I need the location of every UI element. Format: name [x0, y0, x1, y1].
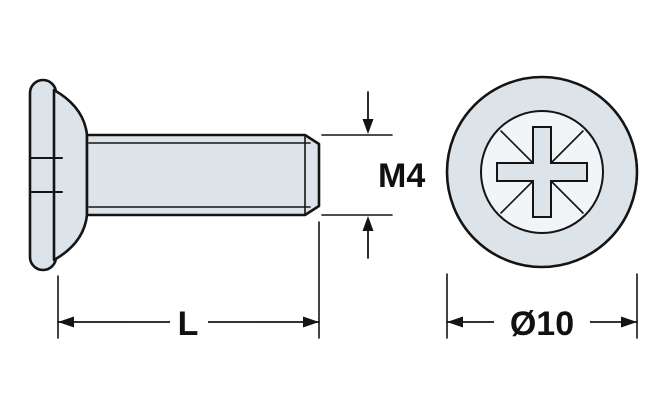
thread-lines — [88, 134, 311, 216]
head-diameter-label: Ø10 — [510, 305, 574, 343]
screw-front-view: Ø10 — [445, 75, 639, 343]
dia-arrowhead-left-icon — [447, 316, 463, 328]
thread-size-label: M4 — [378, 157, 425, 195]
screw-shaft — [85, 133, 321, 217]
l-label-mask — [170, 302, 208, 342]
m4-arrowhead-up-icon — [362, 216, 374, 231]
l-dimension: L — [57, 221, 320, 343]
l-arrowhead-right-icon — [303, 316, 319, 328]
diameter-dimension: Ø10 — [446, 273, 638, 343]
length-label: L — [178, 305, 199, 343]
m4-dimension: M4 — [321, 91, 425, 259]
recess-cross — [496, 126, 588, 218]
head-recess-lines — [30, 157, 63, 193]
pozidriv-tick-ne — [551, 130, 584, 163]
dia-arrowhead-right-icon — [621, 316, 637, 328]
shaft-body — [85, 133, 321, 217]
dia-label-mask — [494, 302, 590, 342]
head-dome — [52, 88, 89, 262]
pozidriv-tick-se — [551, 181, 584, 214]
pozidriv-recess — [496, 126, 588, 218]
pozidriv-tick-nw — [500, 130, 533, 163]
pozidriv-tick-sw — [500, 181, 533, 214]
screw-side-view: M4 L — [28, 78, 425, 343]
l-arrowhead-left-icon — [58, 316, 74, 328]
head-flange — [28, 78, 58, 272]
m4-arrowhead-down-icon — [362, 119, 374, 134]
screw-head — [28, 78, 89, 272]
